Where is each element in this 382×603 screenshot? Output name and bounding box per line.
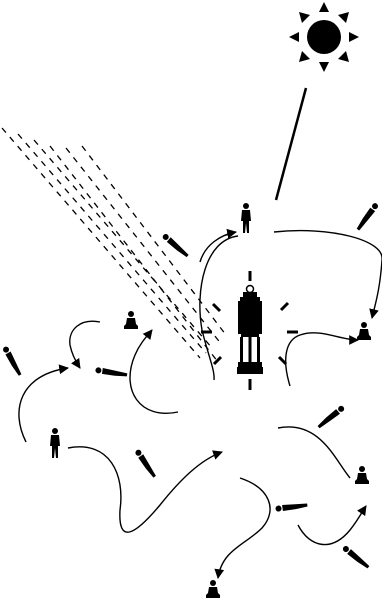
arrow-lying-to-sitter <box>130 330 178 413</box>
person-walking-icon <box>162 233 190 258</box>
person-lying-diagonal-icon <box>342 545 371 569</box>
person-kneeling-icon <box>317 405 345 430</box>
arrow-loop-right <box>274 231 382 318</box>
person-standing-top-icon <box>241 203 251 233</box>
arrow-bender-to-lying <box>19 368 68 442</box>
arrow-walker-to-top <box>200 232 236 262</box>
person-crawling-icon <box>275 502 308 512</box>
rain-lines <box>2 128 226 362</box>
person-sitting-center-icon <box>124 311 138 329</box>
arrow-left-loop <box>70 321 100 368</box>
miners-lamp-icon <box>237 286 263 375</box>
person-leaning-icon <box>134 449 157 479</box>
person-climbing-right-icon <box>356 202 379 232</box>
sunbeam-line <box>276 88 306 200</box>
person-sitting-bottom-icon <box>206 580 220 598</box>
person-lying-icon <box>95 367 128 377</box>
arrow-to-kneeling <box>278 427 350 478</box>
sun-icon <box>289 2 359 72</box>
arrow-to-lower-right <box>298 506 366 545</box>
person-sitting-lower-right-icon <box>355 466 369 484</box>
arrow-lamp-to-right-sitter <box>286 333 358 386</box>
arrow-crawler-down <box>218 478 270 578</box>
person-sitting-right-icon <box>357 322 371 340</box>
person-bending-left-icon <box>2 346 23 377</box>
person-standing-left-icon <box>50 428 60 458</box>
